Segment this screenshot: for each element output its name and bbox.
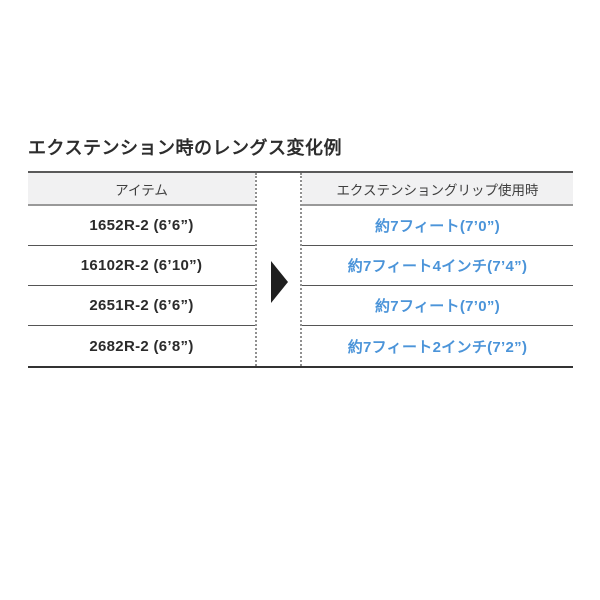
transition-column xyxy=(255,173,302,366)
item-cell: 1652R-2 (6’6”) xyxy=(28,206,255,246)
item-cell: 2651R-2 (6’6”) xyxy=(28,286,255,326)
extension-column-header: エクステンショングリップ使用時 xyxy=(302,173,573,206)
result-cell: 約7フィート(7’0”) xyxy=(302,286,573,326)
page-title: エクステンション時のレングス変化例 xyxy=(28,138,342,158)
item-column-header: アイテム xyxy=(28,173,255,206)
result-cell: 約7フィート2インチ(7’2”) xyxy=(347,338,528,356)
item-cell: 2682R-2 (6’8”) xyxy=(89,337,194,355)
result-cell: 約7フィート(7’0”) xyxy=(302,206,573,246)
item-cell: 16102R-2 (6’10”) xyxy=(28,246,255,286)
length-change-table: アイテム エクステンショングリップ使用時 1652R-2 (6’6”) 約7フィ… xyxy=(28,171,573,368)
result-cell: 約7フィート4インチ(7’4”) xyxy=(302,246,573,286)
arrow-right-icon xyxy=(271,261,288,303)
